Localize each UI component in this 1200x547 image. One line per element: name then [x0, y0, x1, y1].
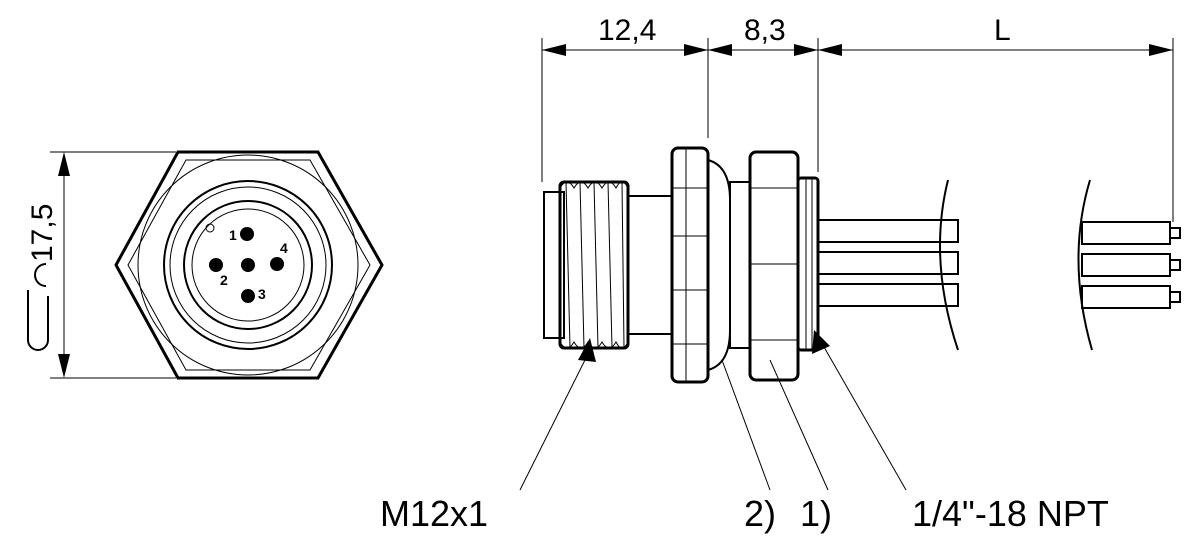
pin-4	[270, 257, 284, 271]
dimension-cable-length: L	[994, 14, 1011, 47]
pin-3	[241, 289, 255, 303]
hex-nut-outline	[114, 150, 384, 380]
front-view: 1 2 3 4 17,5	[26, 150, 384, 380]
flange	[670, 146, 710, 384]
pin-center	[241, 258, 255, 272]
label-note-1: 1)	[800, 493, 832, 534]
cable-wires	[817, 179, 1181, 351]
thread-m12	[558, 180, 630, 350]
wrench-icon	[27, 263, 49, 351]
pin-3-label: 3	[258, 286, 266, 302]
side-view: 12,4 8,3 L	[380, 14, 1181, 534]
pin-2-label: 2	[220, 272, 228, 288]
label-m12x1: M12x1	[380, 493, 488, 534]
dimension-thread-length: 12,4	[598, 14, 656, 47]
label-note-2: 2)	[744, 493, 776, 534]
hex-nut-side	[748, 150, 800, 382]
dimension-width-across-flats: 17,5	[26, 204, 59, 262]
dimension-flange-width: 8,3	[744, 14, 786, 47]
label-npt-thread: 1/4"-18 NPT	[912, 493, 1109, 534]
gasket	[707, 159, 731, 371]
pin-1-label: 1	[229, 227, 237, 243]
pin-4-label: 4	[280, 240, 288, 256]
pin-1	[240, 227, 254, 241]
thread-npt	[796, 176, 820, 352]
pin-2	[209, 258, 223, 272]
front-body	[543, 191, 565, 339]
